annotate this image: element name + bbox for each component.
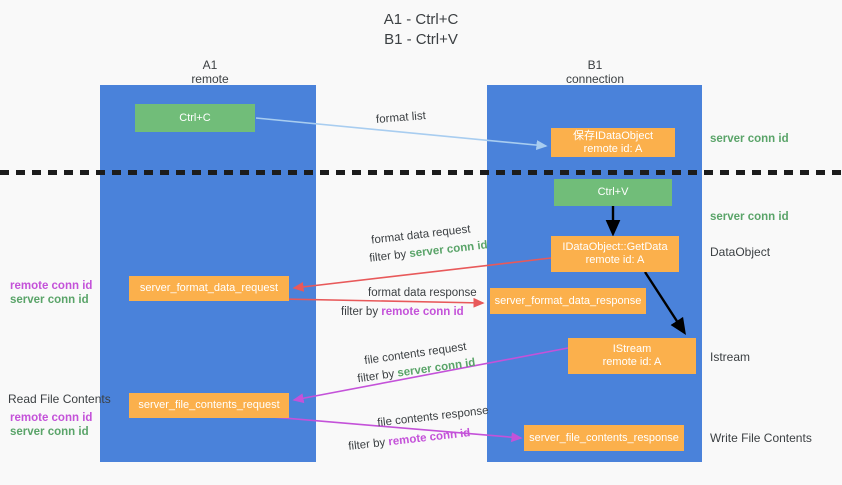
box-istream-line1: IStream: [612, 343, 652, 355]
side-label-server-conn-id-mid-text: server conn id: [710, 211, 789, 223]
column-a1-sub: remote: [191, 72, 229, 86]
side-label-remote-conn-id-upper: remote conn id: [10, 279, 92, 293]
side-label-istream-text: Istream: [710, 350, 751, 364]
side-label-dataobject: DataObject: [710, 245, 770, 259]
side-label-dataobject-text: DataObject: [710, 245, 771, 259]
column-b1-sub: connection: [565, 72, 625, 86]
side-label-server-conn-id-top-text: server conn id: [710, 133, 789, 145]
side-label-server-conn-id-lower: server conn id: [10, 425, 89, 439]
filter-by-text-2: filter by: [341, 306, 379, 318]
box-istream-line2: remote id: A: [602, 356, 662, 368]
box-server-format-data-request[interactable]: server_format_data_request: [129, 276, 289, 301]
side-label-server-conn-id-lower-text: server conn id: [10, 426, 89, 438]
edge-label-format-data-response-filter: filter by remote conn id: [341, 305, 464, 319]
box-getdata-line2: remote id: A: [585, 254, 645, 266]
side-label-remote-conn-id-upper-text: remote conn id: [10, 280, 93, 292]
arrow-format-data-request: [292, 257, 552, 292]
box-save-idataobject[interactable]: 保存IDataObject remote id: A: [551, 128, 675, 157]
box-server-format-data-response[interactable]: server_format_data_response: [490, 288, 646, 314]
box-ctrl-c-label: Ctrl+C: [179, 111, 211, 124]
box-server-file-contents-response-label: server_file_contents_response: [529, 431, 679, 444]
side-label-remote-conn-id-lower-text: remote conn id: [10, 412, 93, 424]
side-label-server-conn-id-top: server conn id: [710, 132, 789, 146]
arrow-getdata-to-istream: [643, 271, 686, 336]
edge-label-format-data-response-text: format data response: [368, 287, 477, 299]
box-ctrl-v-label: Ctrl+V: [597, 186, 629, 198]
side-label-istream: Istream: [710, 350, 750, 364]
box-server-format-data-response-label: server_format_data_response: [494, 294, 642, 307]
phase-divider: [0, 170, 842, 175]
box-save-idataobject-line2: remote id: A: [583, 142, 643, 155]
box-ctrl-v[interactable]: Ctrl+V: [554, 179, 672, 206]
box-server-file-contents-response[interactable]: server_file_contents_response: [524, 425, 684, 451]
column-a1-name: A1: [202, 58, 218, 72]
column-header-a1: A1 remote: [120, 58, 300, 86]
side-label-write-file-contents: Write File Contents: [710, 431, 812, 445]
side-label-read-file-contents-text: Read File Contents: [8, 392, 111, 406]
title-line-2: B1 - Ctrl+V: [384, 31, 458, 48]
side-label-server-conn-id-mid: server conn id: [710, 210, 789, 224]
box-server-format-data-request-label: server_format_data_request: [139, 282, 279, 294]
edge-label-format-data-response: format data response: [368, 286, 477, 300]
column-b1-name: B1: [587, 58, 603, 72]
remote-conn-id-chip-1: remote conn id: [381, 306, 464, 318]
box-istream[interactable]: IStream remote id: A: [568, 338, 696, 374]
box-server-file-contents-request-label: server_file_contents_request: [138, 399, 280, 411]
column-header-b1: B1 connection: [505, 58, 685, 86]
side-label-server-conn-id-upper: server conn id: [10, 293, 89, 307]
side-label-write-file-contents-text: Write File Contents: [710, 431, 812, 445]
side-label-read-file-contents: Read File Contents: [8, 392, 111, 406]
side-label-remote-conn-id-lower: remote conn id: [10, 411, 92, 425]
box-server-file-contents-request[interactable]: server_file_contents_request: [129, 393, 289, 418]
box-ctrl-c[interactable]: Ctrl+C: [135, 104, 255, 132]
arrow-format-list: [255, 117, 548, 151]
side-label-server-conn-id-upper-text: server conn id: [10, 294, 89, 306]
title-line-1: A1 - Ctrl+C: [383, 11, 459, 28]
box-idataobject-getdata[interactable]: IDataObject::GetData remote id: A: [551, 236, 679, 272]
box-save-idataobject-line1: 保存IDataObject: [572, 129, 654, 142]
page-title: A1 - Ctrl+C B1 - Ctrl+V: [0, 10, 842, 50]
arrow-file-contents-request: [292, 347, 569, 404]
edge-label-format-list-text: format list: [375, 110, 427, 126]
box-getdata-line1: IDataObject::GetData: [562, 241, 668, 253]
